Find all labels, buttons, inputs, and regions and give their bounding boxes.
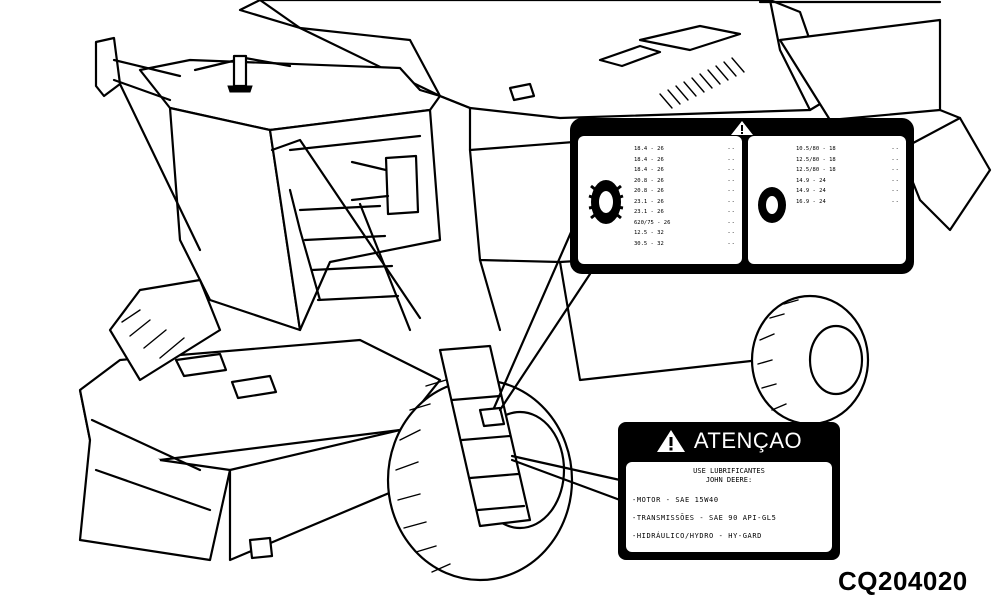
rear-tire	[750, 294, 870, 426]
decal-intro-line-1: USE LUBRIFICANTES	[693, 467, 765, 475]
feeder-house	[78, 338, 442, 562]
tire-row: 14.9 - 24 --	[796, 176, 900, 187]
lubricant-item-hydraulic: -HIDRÁULICO/HYDRO - HY-GARD	[632, 532, 762, 540]
vent-louvers	[659, 57, 745, 109]
tire-pressure-value: --	[727, 167, 736, 173]
tire-row: 14.9 - 24 --	[796, 186, 900, 197]
decal-title: ATENÇAO	[693, 428, 803, 453]
tire-pressure-table: 18.4 - 26--18.4 - 26--18.4 - 26--20.8 - …	[634, 144, 736, 249]
tractor-tire-panel: 18.4 - 26--18.4 - 26--18.4 - 26--20.8 - …	[578, 136, 742, 264]
tire-row: 30.5 - 32 --	[634, 239, 736, 250]
tire-pressure-value: --	[891, 198, 900, 205]
tire-size: 16.9 - 24	[796, 198, 826, 205]
tire-row: 23.1 - 26 --	[634, 197, 736, 208]
header-arm	[94, 36, 202, 252]
tire-row: 18.4 - 26 --	[634, 165, 736, 176]
side-ladder	[438, 344, 532, 528]
decal-header: ATENÇAO	[618, 424, 840, 458]
tire-pressure-value: --	[891, 188, 900, 194]
tire-row: 16.9 - 24 --	[796, 197, 900, 208]
tire-size: 14.9 - 24	[796, 188, 826, 194]
tire-pressure-decal: 18.4 - 26--18.4 - 26--18.4 - 26--20.8 - …	[570, 118, 914, 274]
grain-tank	[238, 0, 832, 152]
steering-tire-panel: 10.5/80 - 18--12.5/80 - 18--12.5/80 - 18…	[748, 136, 906, 264]
decal-intro-line-2: JOHN DEERE:	[705, 476, 753, 484]
tire-pressure-value: --	[727, 219, 736, 226]
tire-size: 12.5/80 - 18	[796, 156, 836, 163]
tire-size: 20.8 - 26	[634, 177, 664, 184]
tire-row: 18.4 - 26 --	[634, 144, 736, 155]
front-left-tire	[108, 278, 222, 382]
tire-pressure-value: --	[727, 230, 736, 236]
decal-body: USE LUBRIFICANTES JOHN DEERE: -MOTOR - S…	[626, 462, 832, 552]
tire-pressure-table: 10.5/80 - 18--12.5/80 - 18--12.5/80 - 18…	[796, 144, 900, 207]
tractor-tire-icon	[588, 180, 624, 224]
tire-pressure-value: --	[891, 177, 900, 184]
tire-size: 18.4 - 26	[634, 156, 664, 163]
tire-size: 23.1 - 26	[634, 198, 664, 205]
tire-pressure-value: --	[727, 177, 736, 184]
tire-size: 10.5/80 - 18	[796, 146, 836, 152]
tire-pressure-value: --	[727, 209, 736, 215]
warning-triangle-icon	[656, 430, 685, 452]
tire-size: 12.5/80 - 18	[796, 167, 836, 173]
tire-pressure-value: --	[727, 146, 736, 152]
tire-pressure-value: --	[727, 198, 736, 205]
tire-size: 14.9 - 24	[796, 177, 826, 184]
tire-size: 12.5 - 32	[634, 230, 664, 236]
cab-ladder	[270, 138, 422, 332]
tire-row: 10.5/80 - 18 --	[796, 144, 900, 155]
warning-triangle-icon	[731, 121, 753, 135]
tire-row: 20.8 - 26 --	[634, 176, 736, 187]
tire-size: 23.1 - 26	[634, 209, 664, 215]
tire-pressure-value: --	[727, 156, 736, 163]
tire-row: 23.1 - 26 --	[634, 207, 736, 218]
tire-row: 18.4 - 26 --	[634, 155, 736, 166]
tire-pressure-value: --	[727, 188, 736, 194]
lubricant-warning-decal: ATENÇAO USE LUBRIFICANTES JOHN DEERE: -M…	[618, 422, 840, 560]
steering-tire-icon	[758, 187, 786, 223]
tire-row: 620/75 - 26 --	[634, 218, 736, 229]
tire-size: 620/75 - 26	[634, 219, 671, 226]
tire-pressure-value: --	[727, 240, 736, 247]
lubricant-item-motor: -MOTOR - SAE 15W40	[632, 496, 719, 504]
drawing-reference-code: CQ204020	[838, 566, 968, 596]
tire-size: 30.5 - 32	[634, 240, 664, 247]
tire-row: 12.5/80 - 18 --	[796, 165, 900, 176]
tire-pressure-value: --	[891, 156, 900, 163]
tire-size: 20.8 - 26	[634, 188, 664, 194]
tire-row: 12.5/80 - 18 --	[796, 155, 900, 166]
lubricant-item-transmission: -TRANSMISSÕES - SAE 90 API-GL5	[632, 514, 777, 522]
tire-pressure-value: --	[891, 167, 900, 173]
tire-pressure-value: --	[891, 146, 900, 152]
tire-size: 18.4 - 26	[634, 146, 664, 152]
tire-row: 20.8 - 26 --	[634, 186, 736, 197]
tire-size: 18.4 - 26	[634, 167, 664, 173]
callout-lines	[492, 228, 622, 502]
tire-row: 12.5 - 32 --	[634, 228, 736, 239]
